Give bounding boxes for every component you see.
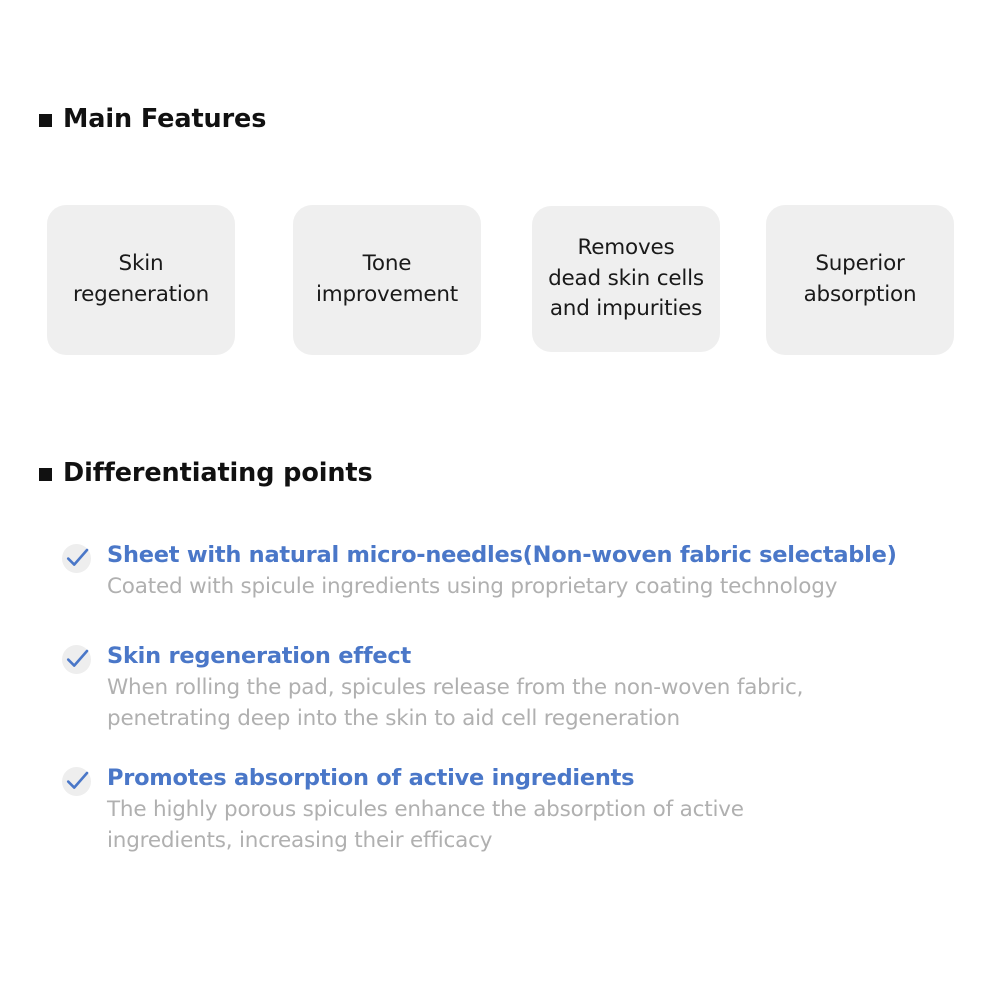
- black-square-bullet-icon: [39, 467, 52, 481]
- list-item-title: Skin regeneration effect: [107, 643, 411, 669]
- feature-box-label: Skin regeneration: [72, 251, 210, 307]
- black-square-bullet-icon: [39, 113, 52, 127]
- list-item-description: Coated with spicule ingredients using pr…: [107, 574, 838, 600]
- section-heading-main-features: Main Features: [39, 104, 266, 134]
- check-circle-icon: [62, 645, 91, 674]
- list-item-body: Skin regeneration effect When rolling th…: [107, 642, 962, 735]
- feature-box-label: Removes dead skin cells and impurities: [548, 235, 704, 322]
- section-heading-differentiating-points: Differentiating points: [39, 458, 373, 488]
- list-item-description: When rolling the pad, spicules release f…: [107, 675, 804, 732]
- section-heading-main-features-label: Main Features: [63, 104, 267, 134]
- list-item[interactable]: Sheet with natural micro-needles(Non-wov…: [62, 541, 962, 603]
- list-item-title: Sheet with natural micro-needles(Non-wov…: [107, 542, 897, 568]
- feature-box-skin-regeneration[interactable]: Skin regeneration: [47, 205, 235, 355]
- list-item-title: Promotes absorption of active ingredient…: [107, 765, 635, 791]
- feature-box-label: Tone improvement: [315, 251, 459, 307]
- list-item[interactable]: Skin regeneration effect When rolling th…: [62, 642, 962, 735]
- check-circle-icon: [62, 544, 91, 573]
- feature-box-tone-improvement[interactable]: Tone improvement: [293, 205, 481, 355]
- feature-box-removes-dead-skin-cells[interactable]: Removes dead skin cells and impurities: [532, 206, 720, 352]
- list-item-body: Sheet with natural micro-needles(Non-wov…: [107, 541, 962, 603]
- list-item-body: Promotes absorption of active ingredient…: [107, 764, 962, 857]
- feature-box-label: Superior absorption: [803, 251, 917, 307]
- section-heading-differentiating-points-label: Differentiating points: [63, 458, 373, 488]
- check-circle-icon: [62, 767, 91, 796]
- main-features-box-row: Skin regeneration Tone improvement Remov…: [0, 0, 1000, 360]
- list-item-description: The highly porous spicules enhance the a…: [107, 797, 744, 854]
- feature-box-superior-absorption[interactable]: Superior absorption: [766, 205, 954, 355]
- list-item[interactable]: Promotes absorption of active ingredient…: [62, 764, 962, 857]
